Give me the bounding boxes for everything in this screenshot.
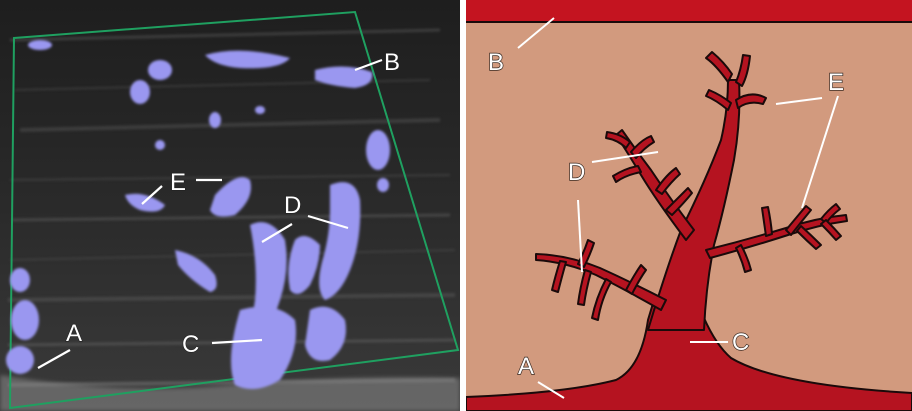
diagram-label-b: B bbox=[488, 49, 504, 76]
label-a: A bbox=[66, 320, 82, 347]
label-e: E bbox=[170, 169, 186, 196]
diagram-label-c: C bbox=[732, 329, 749, 356]
top-border-vessel bbox=[466, 0, 912, 22]
diagram-label-a: A bbox=[518, 353, 534, 380]
diagram-label-e: E bbox=[828, 69, 844, 96]
ultrasound-image: A B C D E bbox=[0, 0, 460, 411]
schematic-diagram-panel: A B C D E bbox=[466, 0, 912, 411]
label-c: C bbox=[182, 331, 199, 358]
ultrasound-image-panel: A B C D E bbox=[0, 0, 460, 411]
diagram-label-d: D bbox=[568, 159, 585, 186]
label-d: D bbox=[284, 192, 301, 219]
label-b: B bbox=[384, 49, 400, 76]
schematic-diagram: A B C D E bbox=[466, 0, 912, 411]
